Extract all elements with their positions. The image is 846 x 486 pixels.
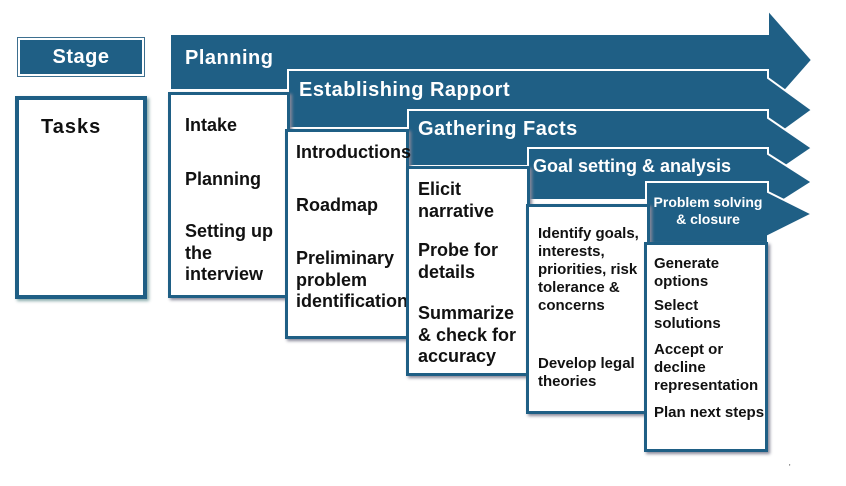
task-card-problem-solving: Generate options Select solutions Accept… bbox=[644, 242, 768, 452]
task-card-gathering-facts: Elicit narrative Probe for details Summa… bbox=[406, 166, 530, 376]
task-item: Identify goals, interests, priorities, r… bbox=[538, 225, 639, 314]
task-item: Intake bbox=[185, 115, 238, 135]
task-item: Summarize & check for accuracy bbox=[418, 303, 517, 367]
task-card-establishing-rapport: Introductions Roadmap Preliminary proble… bbox=[285, 129, 411, 339]
task-card-planning: Intake Planning Setting up the interview bbox=[168, 92, 290, 298]
task-item: Probe for details bbox=[418, 240, 499, 282]
task-item: Planning bbox=[185, 169, 261, 189]
task-item: Preliminary problem identification bbox=[296, 248, 408, 312]
stage-title-gathering-facts: Gathering Facts bbox=[418, 118, 578, 140]
task-item: Develop legal theories bbox=[538, 355, 635, 390]
tasks-label: Tasks bbox=[41, 116, 102, 138]
tasks-label-box: Tasks bbox=[15, 96, 147, 299]
stage-label: Stage bbox=[18, 38, 144, 76]
stage-title-planning: Planning bbox=[185, 47, 274, 69]
stage-title-goal-setting: Goal setting & analysis bbox=[533, 156, 732, 176]
task-item: Plan next steps bbox=[654, 404, 765, 421]
task-item: Generate options bbox=[654, 255, 720, 290]
stage-title-problem-solving: Problem solving & closure bbox=[653, 194, 763, 227]
task-item: Accept or decline representation bbox=[654, 341, 759, 394]
task-item: Introductions bbox=[296, 142, 411, 162]
task-item: Select solutions bbox=[654, 297, 721, 332]
task-item: Setting up the interview bbox=[185, 221, 273, 285]
footnote-mark: ' bbox=[789, 463, 791, 472]
task-card-goal-setting: Identify goals, interests, priorities, r… bbox=[526, 204, 650, 414]
task-item: Roadmap bbox=[296, 195, 379, 215]
task-item: Elicit narrative bbox=[418, 179, 495, 221]
stage-title-establishing-rapport: Establishing Rapport bbox=[299, 79, 511, 101]
